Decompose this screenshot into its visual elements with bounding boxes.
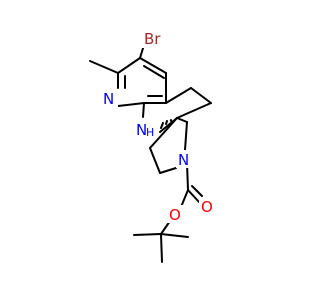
bond-ctert-me2 [160,233,189,238]
bond-c4-c3 [190,87,212,104]
bond-ca-npyr [184,121,188,151]
atom-n-pyrrolidine: N [178,151,189,169]
atom-o-carbonyl: O [201,198,213,216]
bond-cbr-cme [117,57,141,74]
stereo-wedge-hash [160,119,172,129]
bond-cme-methyl [89,60,119,74]
bond-spiro-ca [176,117,188,123]
bond-c4a-c4 [165,87,192,104]
bond-ccarbonyl-ocarbonyl [187,189,200,203]
bond-ctert-me1 [133,233,162,236]
bond-cbr-c5-inner [143,65,165,79]
bond-spiro-cb [149,117,178,149]
bond-ctert-me3 [160,233,163,263]
atom-br: Br [144,30,161,48]
atom-o-ester: O [169,206,181,224]
label-bg-oester [167,205,183,223]
label-bg-ocarbonyl [199,197,215,215]
bond-oester-ctert [160,220,171,235]
bond-npy-c8a [117,102,145,107]
molecule-diagram: Br N N H N O O [89,28,215,263]
bond-c3-spiro [176,102,212,119]
atom-n-pyridine: N [103,90,114,108]
atom-n-amine: N [136,121,147,139]
bond-ccarbonyl-ocarbonyl-inner [191,185,203,197]
label-bg-br [142,28,166,48]
atom-label-layer: Br N N H N O O [102,28,215,224]
bond-ccarbonyl-oester [180,189,189,208]
bond-layer [89,35,212,263]
bond-cc-npyr [159,167,177,174]
label-bg-npy [102,89,118,107]
label-bg-npyr [176,150,192,168]
structure-canvas: Br N N H N O O [89,28,215,263]
atom-h-amine: H [146,126,154,139]
bond-cbr-c5 [139,57,167,74]
bond-c8a-nh [142,102,145,118]
bond-cb-cc [149,147,161,174]
label-bg-nh [134,120,154,138]
